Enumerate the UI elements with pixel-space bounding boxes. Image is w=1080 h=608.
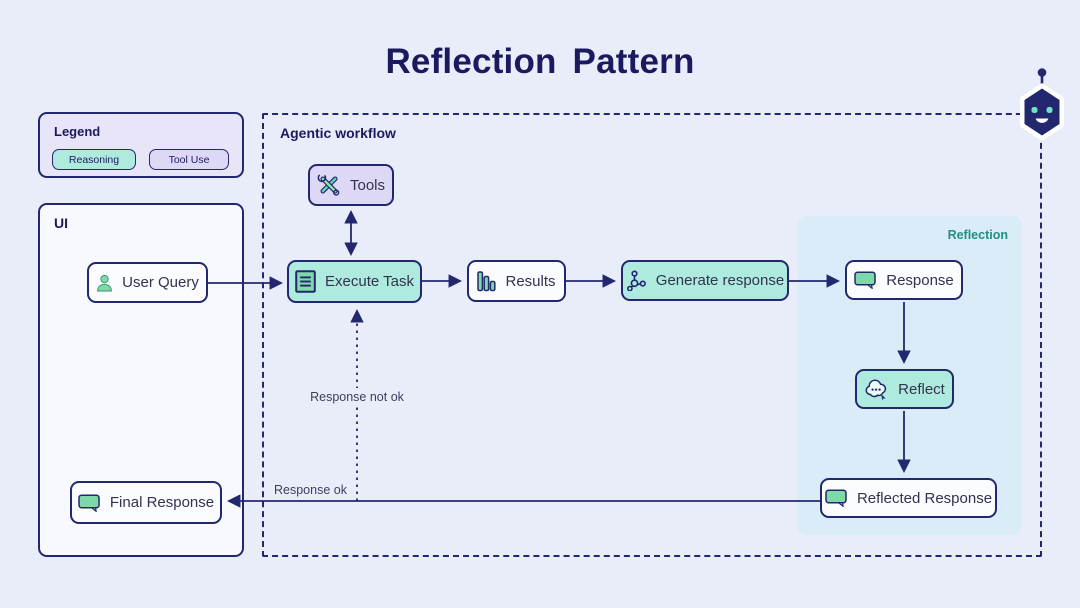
response-ok-label: Response ok	[274, 483, 347, 497]
reflection-panel-title: Reflection	[947, 228, 1008, 242]
person-icon	[96, 274, 113, 292]
execute-task-label: Execute Task	[325, 273, 414, 290]
generate-response-label: Generate response	[655, 272, 785, 289]
user-query-node: User Query	[87, 262, 208, 303]
ui-panel-title: UI	[54, 215, 68, 231]
reflect-label: Reflect	[898, 380, 945, 398]
user-query-label: User Query	[122, 274, 199, 291]
agentic-workflow-panel: Agentic workflow	[262, 113, 1042, 557]
reflected-response-label: Reflected Response	[856, 489, 993, 507]
legend-panel: Legend Reasoning Tool Use	[38, 112, 244, 178]
wrench-screwdriver-icon	[317, 173, 341, 197]
reflect-node: Reflect	[855, 369, 954, 409]
response-label: Response	[886, 271, 954, 289]
final-response-label: Final Response	[109, 494, 215, 511]
legend-reasoning-pill: Reasoning	[52, 149, 136, 170]
thought-bubble-icon	[864, 378, 889, 401]
results-label: Results	[505, 272, 556, 290]
robot-icon	[1012, 64, 1072, 153]
legend-title: Legend	[54, 124, 101, 139]
execute-task-node: Execute Task	[287, 260, 422, 303]
response-not-ok-label: Response not ok	[303, 388, 411, 406]
response-node: Response	[845, 260, 963, 300]
legend-tool-use-pill: Tool Use	[149, 149, 229, 170]
bar-chart-icon	[477, 270, 497, 292]
speech-bubble-icon	[78, 493, 101, 512]
speech-bubble-icon	[854, 271, 877, 289]
final-response-node: Final Response	[70, 481, 222, 524]
reflected-response-node: Reflected Response	[820, 478, 997, 518]
results-node: Results	[467, 260, 566, 302]
tools-node: Tools	[308, 164, 394, 206]
network-icon	[626, 270, 647, 291]
tools-label: Tools	[349, 176, 386, 194]
generate-response-node: Generate response	[621, 260, 789, 301]
page-title: Reflection Pattern	[385, 42, 695, 81]
speech-bubble-icon	[825, 489, 848, 507]
agentic-workflow-title: Agentic workflow	[280, 125, 396, 141]
task-list-icon	[295, 270, 316, 293]
